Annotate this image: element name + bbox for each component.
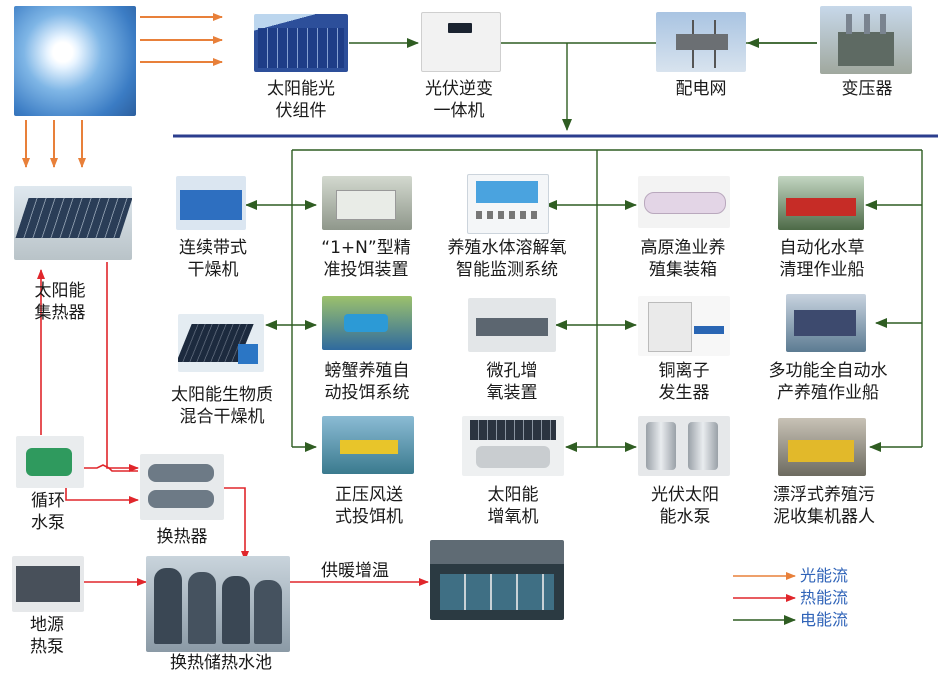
ground-pump-image xyxy=(12,556,84,612)
transformer-image xyxy=(820,6,912,74)
multi-boat-label: 多功能全自动水产养殖作业船 xyxy=(768,361,888,403)
pv-pump-image xyxy=(638,416,730,476)
heat-exchanger-image xyxy=(140,454,224,520)
microporous-aerator-label: 微孔增氧装置 xyxy=(486,361,538,403)
pressure-feeder-image xyxy=(322,416,414,474)
copper-ion-image xyxy=(638,296,730,356)
conveyor-dryer-label: 连续带式干燥机 xyxy=(179,238,247,280)
heat-exchanger-label: 换热器 xyxy=(156,527,208,547)
precision-feeder-label: “1+N”型精准投饵装置 xyxy=(321,238,411,280)
circ-pump-label: 循环水泵 xyxy=(31,491,65,533)
pv-pump-label: 光伏太阳能水泵 xyxy=(651,485,719,527)
circ-pump-image xyxy=(16,436,84,488)
oxygen-monitor-image xyxy=(467,174,549,234)
legend-light-label: 光能流 xyxy=(800,566,849,585)
solar-aerator-label: 太阳能增氧机 xyxy=(487,485,539,527)
plateau-box-label: 高原渔业养殖集装箱 xyxy=(640,238,726,280)
microporous-aerator-image xyxy=(468,298,556,352)
pv-module-image xyxy=(254,14,348,72)
biomass-dryer-label: 太阳能生物质混合干燥机 xyxy=(171,385,273,427)
culture-pond-image xyxy=(430,540,564,620)
crab-feeder-label: 螃蟹养殖自动投饵系统 xyxy=(324,361,410,403)
storage-pool-image xyxy=(146,556,290,652)
biomass-dryer-image xyxy=(178,314,264,372)
plateau-box-image xyxy=(638,176,730,228)
heat-flow-lines xyxy=(37,262,429,586)
light-flow-arrows xyxy=(22,13,223,168)
crab-feeder-image xyxy=(322,296,412,350)
power-flow-lines xyxy=(245,38,923,452)
solar-collector-label: 太阳能集热器 xyxy=(34,281,86,323)
transformer-label: 变压器 xyxy=(841,79,893,99)
grid-image xyxy=(656,12,746,72)
ground-pump-label: 地源热泵 xyxy=(30,615,64,657)
solar-aerator-image xyxy=(462,416,564,476)
copper-ion-label: 铜离子发生器 xyxy=(658,361,710,403)
grid-label: 配电网 xyxy=(675,79,727,99)
legend-heat-label: 热能流 xyxy=(800,588,849,607)
solar-collector-image xyxy=(14,186,132,260)
pv-inverter-label: 光伏逆变一体机 xyxy=(425,79,493,121)
weed-boat-image xyxy=(778,176,864,230)
heating-edge-label: 供暖增温 xyxy=(321,561,389,581)
pv-module-label: 太阳能光伏组件 xyxy=(267,79,335,121)
oxygen-monitor-label: 养殖水体溶解氧智能监测系统 xyxy=(447,238,567,280)
pv-inverter-image xyxy=(421,12,501,72)
sludge-robot-label: 漂浮式养殖污泥收集机器人 xyxy=(773,485,875,527)
conveyor-dryer-image xyxy=(176,176,246,230)
precision-feeder-image xyxy=(322,176,412,230)
sun-image xyxy=(14,6,136,116)
sludge-robot-image xyxy=(778,418,866,476)
multi-boat-image xyxy=(786,294,866,352)
weed-boat-label: 自动化水草清理作业船 xyxy=(779,238,865,280)
pressure-feeder-label: 正压风送式投饵机 xyxy=(335,485,403,527)
storage-pool-label: 换热储热水池 xyxy=(170,653,272,673)
legend-power-label: 电能流 xyxy=(800,610,849,629)
